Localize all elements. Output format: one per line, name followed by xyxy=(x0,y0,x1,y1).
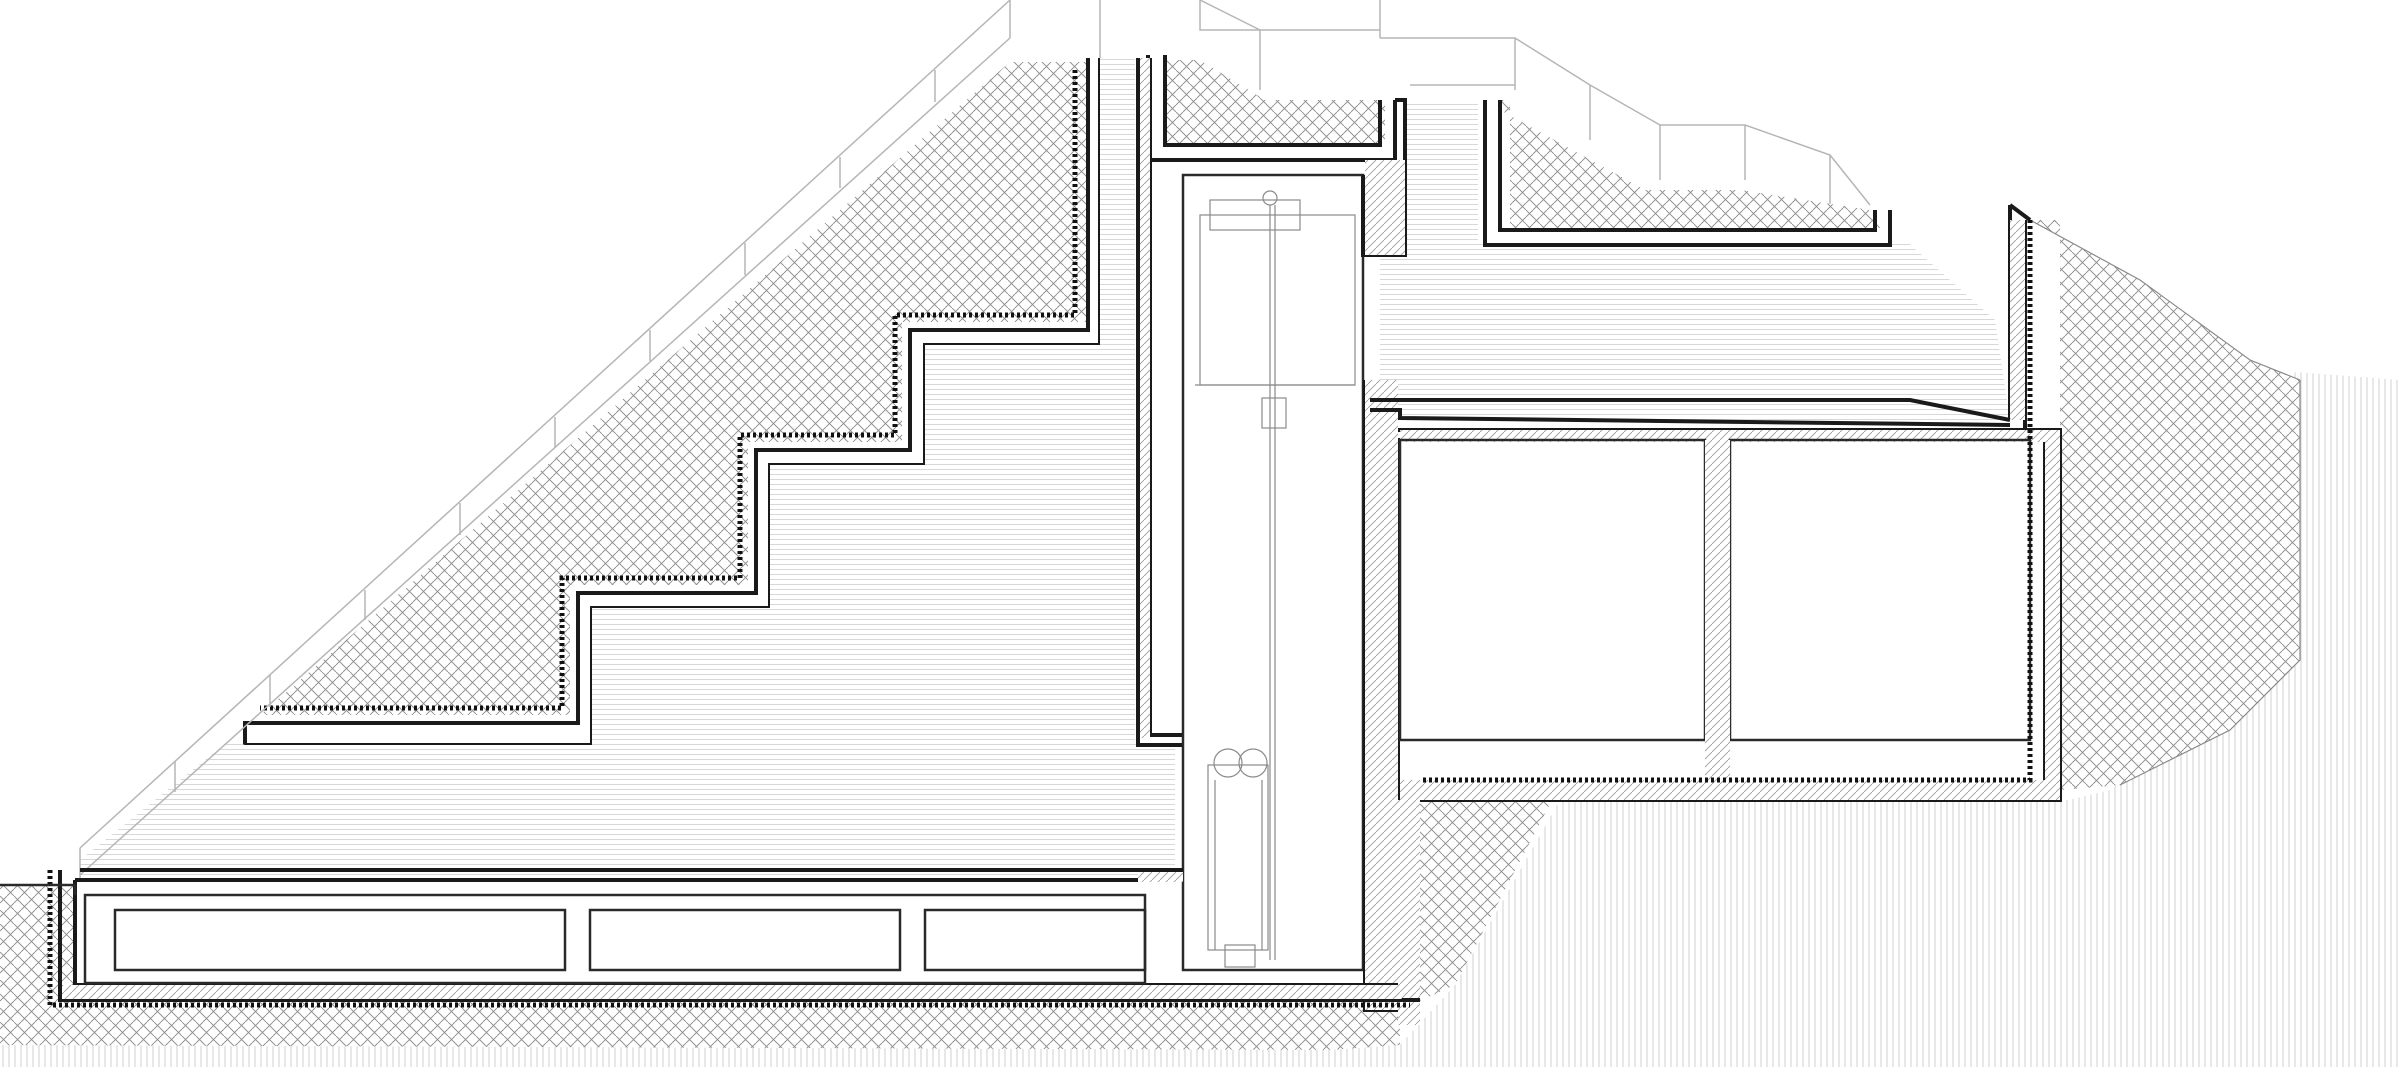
floor-block-3 xyxy=(923,908,1147,972)
upper-terrace-boards xyxy=(1380,100,2010,420)
right-upper-planter-fill xyxy=(1497,100,1880,228)
concrete-block-1 xyxy=(1398,438,1707,742)
ground-left xyxy=(0,785,1560,1050)
elevator-left-wall-hatch xyxy=(1140,58,1150,738)
elevator-car-top xyxy=(1195,190,1356,960)
right-upper-planter-wall xyxy=(1483,100,1892,247)
ground-right xyxy=(0,372,2400,1067)
upper-planter-fill xyxy=(1148,60,1385,145)
stepped-planter-fill xyxy=(260,62,1088,715)
right-slope-outline xyxy=(2029,219,2301,786)
right-slope-earth xyxy=(2030,220,2300,790)
left-ground-edge xyxy=(0,883,77,895)
floor-block-1 xyxy=(113,908,567,972)
right-tall-wall-hatch xyxy=(2010,220,2025,420)
wooden-terrace xyxy=(80,58,1175,880)
railing-left-slope xyxy=(79,0,1011,880)
upper-terrace-slab xyxy=(1370,398,2011,427)
concrete-partition xyxy=(1705,440,1730,780)
right-slope-membrane xyxy=(1420,220,2033,783)
elevator-shaft xyxy=(1181,98,1410,1012)
concrete-block-2 xyxy=(1728,438,2032,742)
floor-blocks-frame xyxy=(83,893,1147,985)
railing-upper-right xyxy=(1009,0,1871,206)
bottom-slab xyxy=(47,868,1420,1008)
floor-block-2 xyxy=(588,908,902,972)
elevator-car-bottom xyxy=(1207,748,1269,968)
